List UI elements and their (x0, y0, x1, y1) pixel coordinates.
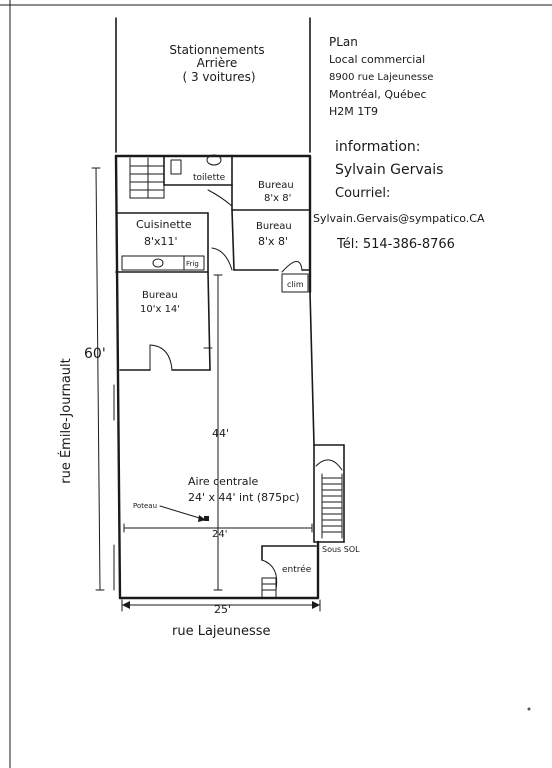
plan-line1: Local commercial (329, 53, 425, 66)
poteau-label: Poteau (133, 502, 157, 510)
entrance-label: entrée (282, 564, 312, 575)
central-area-size: 24' x 44' int (875pc) (188, 491, 300, 504)
contact-phone: Tél: 514-386-8766 (336, 237, 455, 252)
toilet-room (163, 154, 233, 186)
plan-line2: 8900 rue Lajeunesse (329, 72, 433, 83)
clim-label: clim (287, 280, 304, 289)
street-front-label: rue Lajeunesse (172, 624, 271, 639)
fridge-label: Frig (186, 260, 199, 268)
bureau-2-size: 8'x 8' (258, 235, 288, 248)
basement-label: Sous SOL (322, 545, 360, 554)
dimension-25-label: 25' (214, 603, 231, 616)
basement-stairs (315, 459, 343, 539)
contact-name: Sylvain Gervais (335, 162, 443, 178)
contact-email-label: Courriel: (335, 186, 390, 201)
plan-line3: Montréal, Québec (329, 88, 427, 101)
kitchenette-room (115, 212, 209, 273)
dimension-44 (213, 274, 223, 591)
parking-label-line1: Stationnements (169, 43, 264, 57)
poteau-pointer (159, 505, 209, 522)
street-side-label: rue Émile-Journault (58, 358, 74, 484)
sink-icon (152, 258, 164, 268)
plan-title: PLan (329, 35, 358, 49)
dimension-25 (121, 599, 321, 612)
bureau-3-room (119, 271, 213, 371)
dimension-60-label: 60' (84, 346, 106, 362)
contact-info: information: Sylvain Gervais Courriel: S… (313, 139, 485, 252)
back-stairs (129, 157, 165, 199)
entrance-vestibule (261, 545, 317, 599)
bureau-3-size: 10'x 14' (140, 304, 180, 315)
dimension-24-label: 24' (212, 529, 227, 540)
building-outline (114, 154, 345, 600)
column-icon (204, 516, 209, 521)
parking-label-line3: ( 3 voitures) (182, 70, 255, 84)
bureau-2-name: Bureau (256, 221, 292, 232)
kitchenette-size: 8'x11' (144, 235, 178, 248)
dimension-44-label: 44' (212, 427, 229, 440)
bureau-1-name: Bureau (258, 180, 294, 191)
dimension-24 (123, 523, 313, 533)
bureau-1-room (207, 184, 311, 211)
central-area-name: Aire centrale (188, 475, 259, 488)
parking-label-line2: Arrière (197, 56, 238, 70)
scan-dot (527, 707, 531, 711)
contact-heading: information: (335, 139, 421, 155)
bureau-3-name: Bureau (142, 290, 178, 301)
plan-line4: H2M 1T9 (329, 105, 378, 118)
parking-lot-outline (115, 17, 311, 153)
contact-email: Sylvain.Gervais@sympatico.CA (313, 212, 485, 225)
kitchenette-name: Cuisinette (136, 218, 192, 231)
bureau-1-size: 8'x 8' (264, 193, 291, 204)
toilet-label: toilette (193, 173, 226, 183)
plan-heading: PLan Local commercial 8900 rue Lajeuness… (329, 35, 433, 118)
dimension-60 (91, 167, 105, 591)
bureau-2-room (211, 209, 311, 293)
toilet-icon (206, 154, 222, 166)
